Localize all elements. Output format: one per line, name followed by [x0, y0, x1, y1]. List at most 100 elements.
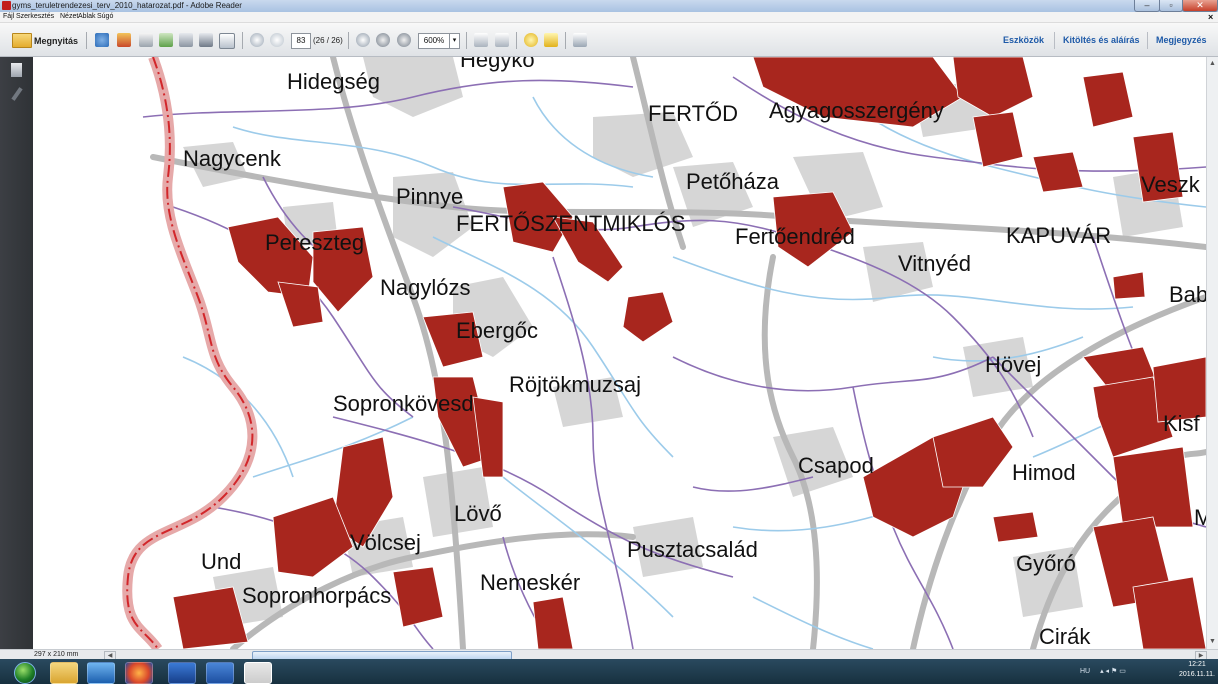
place-label: Kisf: [1163, 411, 1200, 436]
edit-pdf-icon[interactable]: [139, 33, 153, 47]
zoom-level-input[interactable]: 600%: [418, 33, 450, 49]
open-folder-icon[interactable]: [12, 33, 32, 48]
place-label: Sopronkövesd: [333, 391, 474, 416]
fit-width-icon[interactable]: [495, 33, 509, 47]
place-label: Petőháza: [686, 169, 779, 194]
clock-time: 12:21: [1188, 661, 1206, 668]
highlight-icon[interactable]: [544, 33, 558, 47]
start-button-icon[interactable]: [14, 662, 36, 684]
place-label: Nagylózs: [380, 275, 471, 300]
place-label: Hövej: [985, 352, 1042, 377]
place-label: Nemeskér: [480, 570, 581, 595]
language-indicator[interactable]: HU: [1080, 668, 1091, 675]
place-label: Sopronhorpács: [242, 583, 392, 608]
system-tray: HU ▴ ◂ ⚑ ▭: [1080, 666, 1170, 678]
window-title-bar: gyms_teruletrendezesi_terv_2010_hataroza…: [0, 0, 1218, 12]
system-clock[interactable]: 12:21 2016.11.11.: [1178, 660, 1216, 680]
page-size-label: 297 x 210 mm: [34, 651, 79, 658]
fit-page-icon[interactable]: [474, 33, 488, 47]
toolbar-separator: [466, 32, 467, 49]
comment-icon[interactable]: [524, 33, 538, 47]
firefox-icon[interactable]: [125, 662, 153, 684]
comment-tab[interactable]: Megjegyzés: [1156, 35, 1207, 45]
create-pdf-icon[interactable]: [95, 33, 109, 47]
word-icon[interactable]: [206, 662, 234, 684]
next-page-icon[interactable]: [270, 33, 284, 47]
vertical-scrollbar[interactable]: ▲ ▼: [1206, 57, 1218, 649]
place-label: Völcsej: [350, 530, 421, 555]
menu-help[interactable]: Súgó: [97, 13, 114, 20]
print-icon[interactable]: [199, 33, 213, 47]
attachments-icon[interactable]: [11, 87, 23, 101]
clock-date: 2016.11.11.: [1179, 671, 1215, 678]
previous-page-icon[interactable]: [250, 33, 264, 47]
place-label: KAPUVÁR: [1006, 223, 1112, 248]
zoning-areas: [172, 57, 1206, 649]
zoom-dropdown-chevron-icon[interactable]: ▾: [449, 33, 460, 49]
fullscreen-icon[interactable]: [573, 33, 587, 47]
zoom-out-icon[interactable]: [376, 33, 390, 47]
tools-tab[interactable]: Eszközök: [1003, 35, 1045, 45]
pdf-map-page: Hegykő Hidegség FERTŐD Agyagosszergény N…: [33, 57, 1206, 649]
pages-thumbnail-icon[interactable]: [11, 63, 22, 77]
maximize-button[interactable]: ▫: [1159, 0, 1183, 12]
place-label: Röjtökmuzsaj: [509, 372, 642, 397]
menu-view[interactable]: Nézet: [60, 13, 79, 20]
toolbar-separator: [1054, 32, 1055, 49]
place-label: FERTŐSZENTMIKLÓS: [456, 211, 686, 236]
close-button[interactable]: ✕: [1182, 0, 1218, 12]
toolbar-separator: [242, 32, 243, 49]
page-count-label: (26 / 26): [313, 36, 343, 45]
scroll-down-arrow-icon[interactable]: ▼: [1209, 638, 1216, 645]
place-label: Agyagosszergény: [769, 98, 944, 123]
email-icon[interactable]: [219, 33, 235, 49]
fill-sign-tab[interactable]: Kitöltés és aláírás: [1063, 35, 1140, 45]
page-number-input[interactable]: 83: [291, 33, 311, 49]
close-document-icon[interactable]: ×: [1208, 12, 1214, 22]
adobe-reader-task-icon[interactable]: [244, 662, 272, 684]
zoom-tool-icon[interactable]: [356, 33, 370, 47]
place-label: Himod: [1012, 460, 1076, 485]
toolbar-separator: [348, 32, 349, 49]
open-button-label[interactable]: Megnyitás: [34, 36, 79, 46]
toolbar-separator: [1147, 32, 1148, 49]
toolbar-separator: [86, 32, 87, 49]
roads: [150, 57, 1206, 649]
place-label: Győró: [1016, 551, 1076, 576]
tray-icons[interactable]: ▴ ◂ ⚑ ▭: [1100, 668, 1126, 675]
window-title: gyms_teruletrendezesi_terv_2010_hataroza…: [12, 1, 242, 10]
file-explorer-icon[interactable]: [50, 662, 78, 684]
place-label: Ebergőc: [456, 318, 538, 343]
place-label: Pereszteg: [265, 230, 365, 255]
menu-edit[interactable]: Szerkesztés: [16, 13, 55, 20]
minimize-button[interactable]: –: [1134, 0, 1160, 12]
menu-window[interactable]: Ablak: [78, 13, 96, 20]
place-label: Pusztacsalád: [627, 537, 758, 562]
place-label: Lövő: [454, 501, 502, 526]
save-icon[interactable]: [179, 33, 193, 47]
windows-taskbar: [0, 659, 1218, 684]
place-label: Fertőendréd: [735, 224, 855, 249]
scroll-up-arrow-icon[interactable]: ▲: [1209, 60, 1216, 67]
place-label: Hidegség: [287, 69, 380, 94]
combine-files-icon[interactable]: [117, 33, 131, 47]
place-label: Und: [201, 549, 242, 574]
menu-bar: Fájl Szerkesztés Nézet Ablak Súgó ×: [0, 12, 1218, 23]
cloud-upload-icon[interactable]: [159, 33, 173, 47]
place-label: Nagycenk: [183, 146, 281, 171]
save-disk-icon[interactable]: [168, 662, 196, 684]
place-label: Cirák: [1039, 624, 1091, 649]
outlook-icon[interactable]: [87, 662, 115, 684]
place-label: Pinnye: [396, 184, 464, 209]
toolbar-separator: [565, 32, 566, 49]
place-label: Vitnyéd: [898, 251, 971, 276]
place-label: M: [1194, 505, 1206, 530]
place-label: Veszk: [1141, 172, 1200, 197]
menu-file[interactable]: Fájl: [3, 13, 15, 20]
zoom-in-icon[interactable]: [397, 33, 411, 47]
adobe-reader-app-icon: [2, 1, 11, 10]
place-label: Csapod: [798, 453, 874, 478]
zoning-map-graphic: [122, 57, 1206, 649]
national-border-glow: [122, 57, 258, 649]
place-label: FERTŐD: [648, 101, 739, 126]
